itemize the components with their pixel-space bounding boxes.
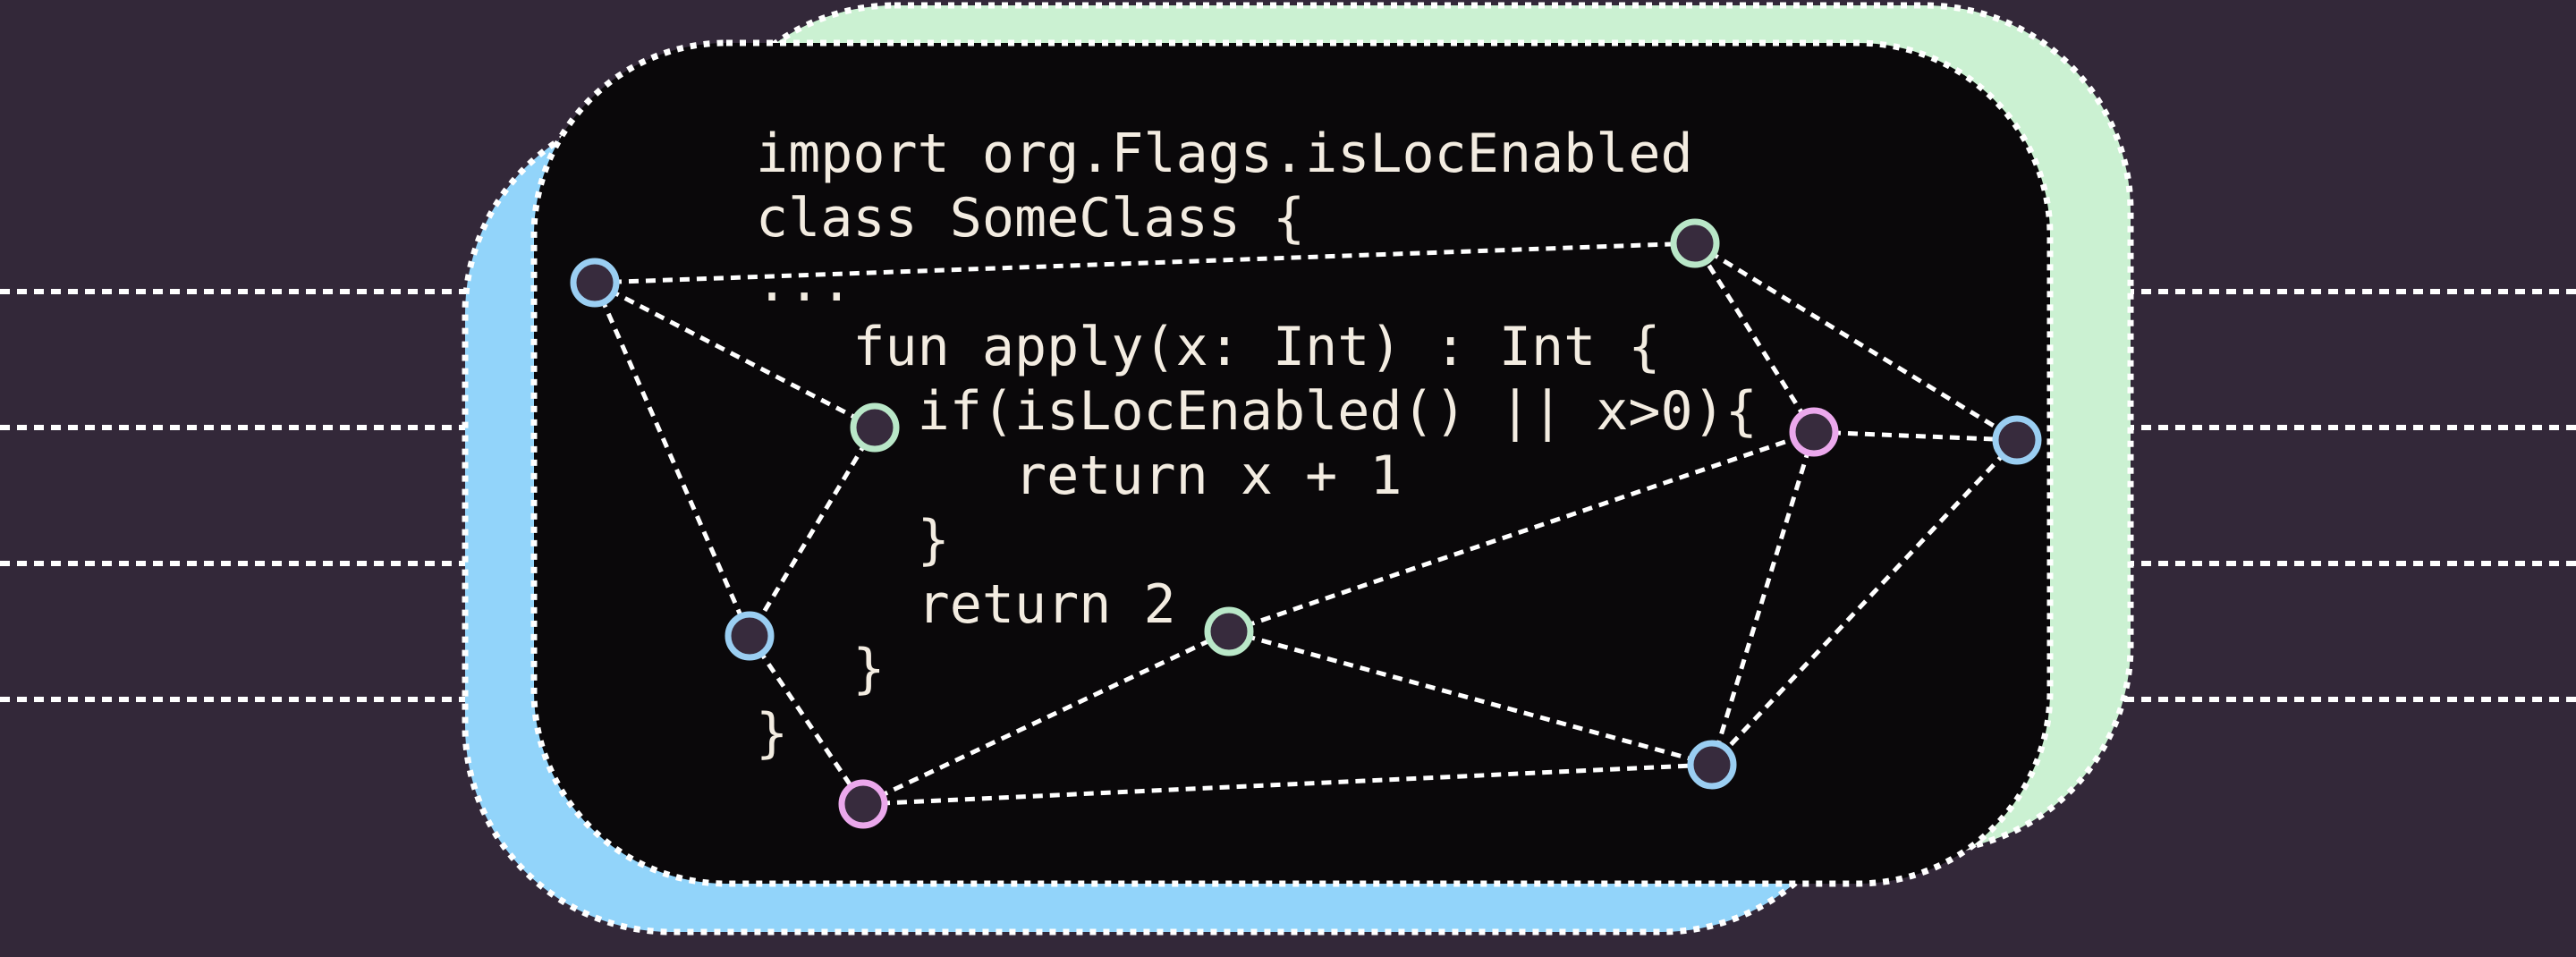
code-snippet: import org.Flags.isLocEnabled class Some… bbox=[756, 123, 1758, 765]
graph-edge-n5-n9 bbox=[1710, 438, 2019, 766]
graph-edge-n4-n2 bbox=[1692, 241, 1817, 434]
graph-edge-n1-n2 bbox=[594, 241, 1696, 285]
background-dotted-lines bbox=[0, 289, 2576, 702]
graph-node-n6 bbox=[1204, 606, 1254, 656]
graph-edge-n2-n5 bbox=[1693, 241, 2019, 443]
graph-edge-n1-n3 bbox=[593, 280, 877, 430]
graph-node-n7 bbox=[724, 611, 775, 661]
graph-edge-n6-n4 bbox=[1228, 429, 1815, 634]
graph-edge-n8-n9 bbox=[862, 762, 1713, 807]
graph-node-n1 bbox=[570, 258, 620, 308]
graph-node-n4 bbox=[1789, 407, 1839, 457]
graph-edge-n6-n9 bbox=[1228, 629, 1713, 767]
graph-node-n2 bbox=[1670, 218, 1720, 268]
card-black bbox=[530, 39, 2054, 887]
code-graph-layer bbox=[570, 218, 2042, 829]
graph-node-n5 bbox=[1992, 415, 2042, 465]
graph-node-n9 bbox=[1687, 740, 1737, 790]
graph-node-n3 bbox=[850, 402, 900, 453]
graph-edge-n3-n7 bbox=[747, 426, 877, 638]
graph-node-n8 bbox=[838, 779, 888, 829]
graph-edge-n4-n9 bbox=[1709, 431, 1817, 766]
graph-edge-n1-n7 bbox=[592, 281, 752, 638]
